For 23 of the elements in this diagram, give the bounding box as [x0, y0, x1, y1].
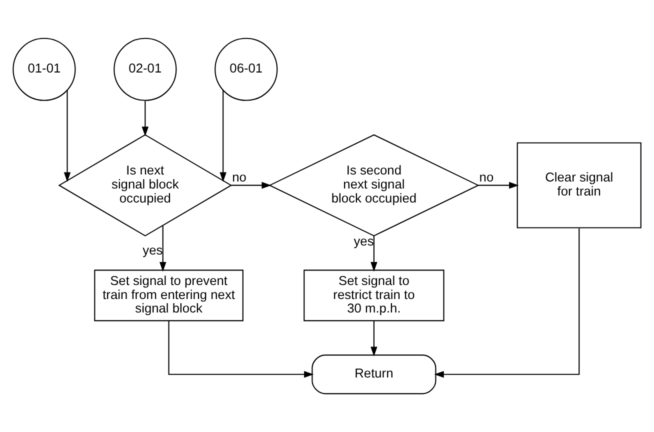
arrow: [168, 320, 314, 378]
arrow: [142, 100, 149, 136]
node-circle: 06-01: [214, 38, 278, 101]
node-box: Set signal to restrict train to 30 m.p.h.: [304, 270, 444, 322]
edge-label: no: [232, 170, 246, 185]
arrow: [160, 226, 166, 272]
node-diamond: Is second next signal block occupied: [268, 134, 480, 236]
arrow: [478, 182, 519, 189]
node-circle: 01-01: [12, 38, 76, 101]
node-box: Return: [312, 354, 436, 394]
arrow: [434, 228, 580, 378]
arrow: [370, 320, 378, 356]
node-box: Set signal to prevent train from entering next signal block: [94, 270, 244, 322]
node-box: Clear signal for train: [516, 142, 642, 228]
node-diamond: Is next signal block occupied: [58, 134, 232, 236]
arrow: [370, 236, 378, 272]
arrow: [220, 90, 226, 182]
edge-label: no: [479, 170, 494, 185]
node-circle: 02-01: [114, 38, 177, 101]
arrow: [231, 182, 272, 189]
arrow: [64, 90, 71, 182]
edge-label: yes: [142, 242, 163, 258]
edge-label: yes: [354, 234, 374, 249]
